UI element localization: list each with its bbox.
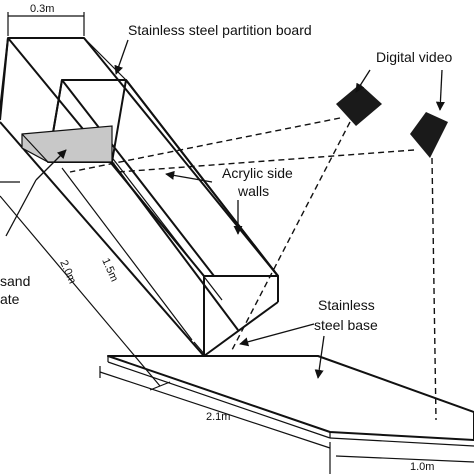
sight-lines [69,117,437,421]
label-width-top: 0.3m [30,3,54,15]
label-base-length: 2.1m [206,411,230,423]
label-length-outer: 2.0m [57,258,78,285]
sand-plate [21,125,113,163]
camera-2 [410,112,448,158]
label-stainless-1: Stainless [318,297,375,313]
label-digital-video: Digital video [376,49,452,65]
camera-1 [336,84,382,126]
label-sand-2: ate [0,291,20,307]
flume-channel [0,37,279,357]
label-stainless-2: steel base [314,317,378,333]
label-sand-1: sand [0,273,30,289]
label-base-width: 1.0m [410,461,434,473]
stainless-steel-base [107,355,474,447]
label-length-inner: 1.5m [99,256,120,283]
label-pointers [5,39,445,379]
label-partition-board: Stainless steel partition board [128,22,312,38]
label-acrylic-side-walls-1: Acrylic side [222,165,293,181]
dimension-lines [0,12,474,474]
label-acrylic-side-walls-2: walls [237,183,269,199]
